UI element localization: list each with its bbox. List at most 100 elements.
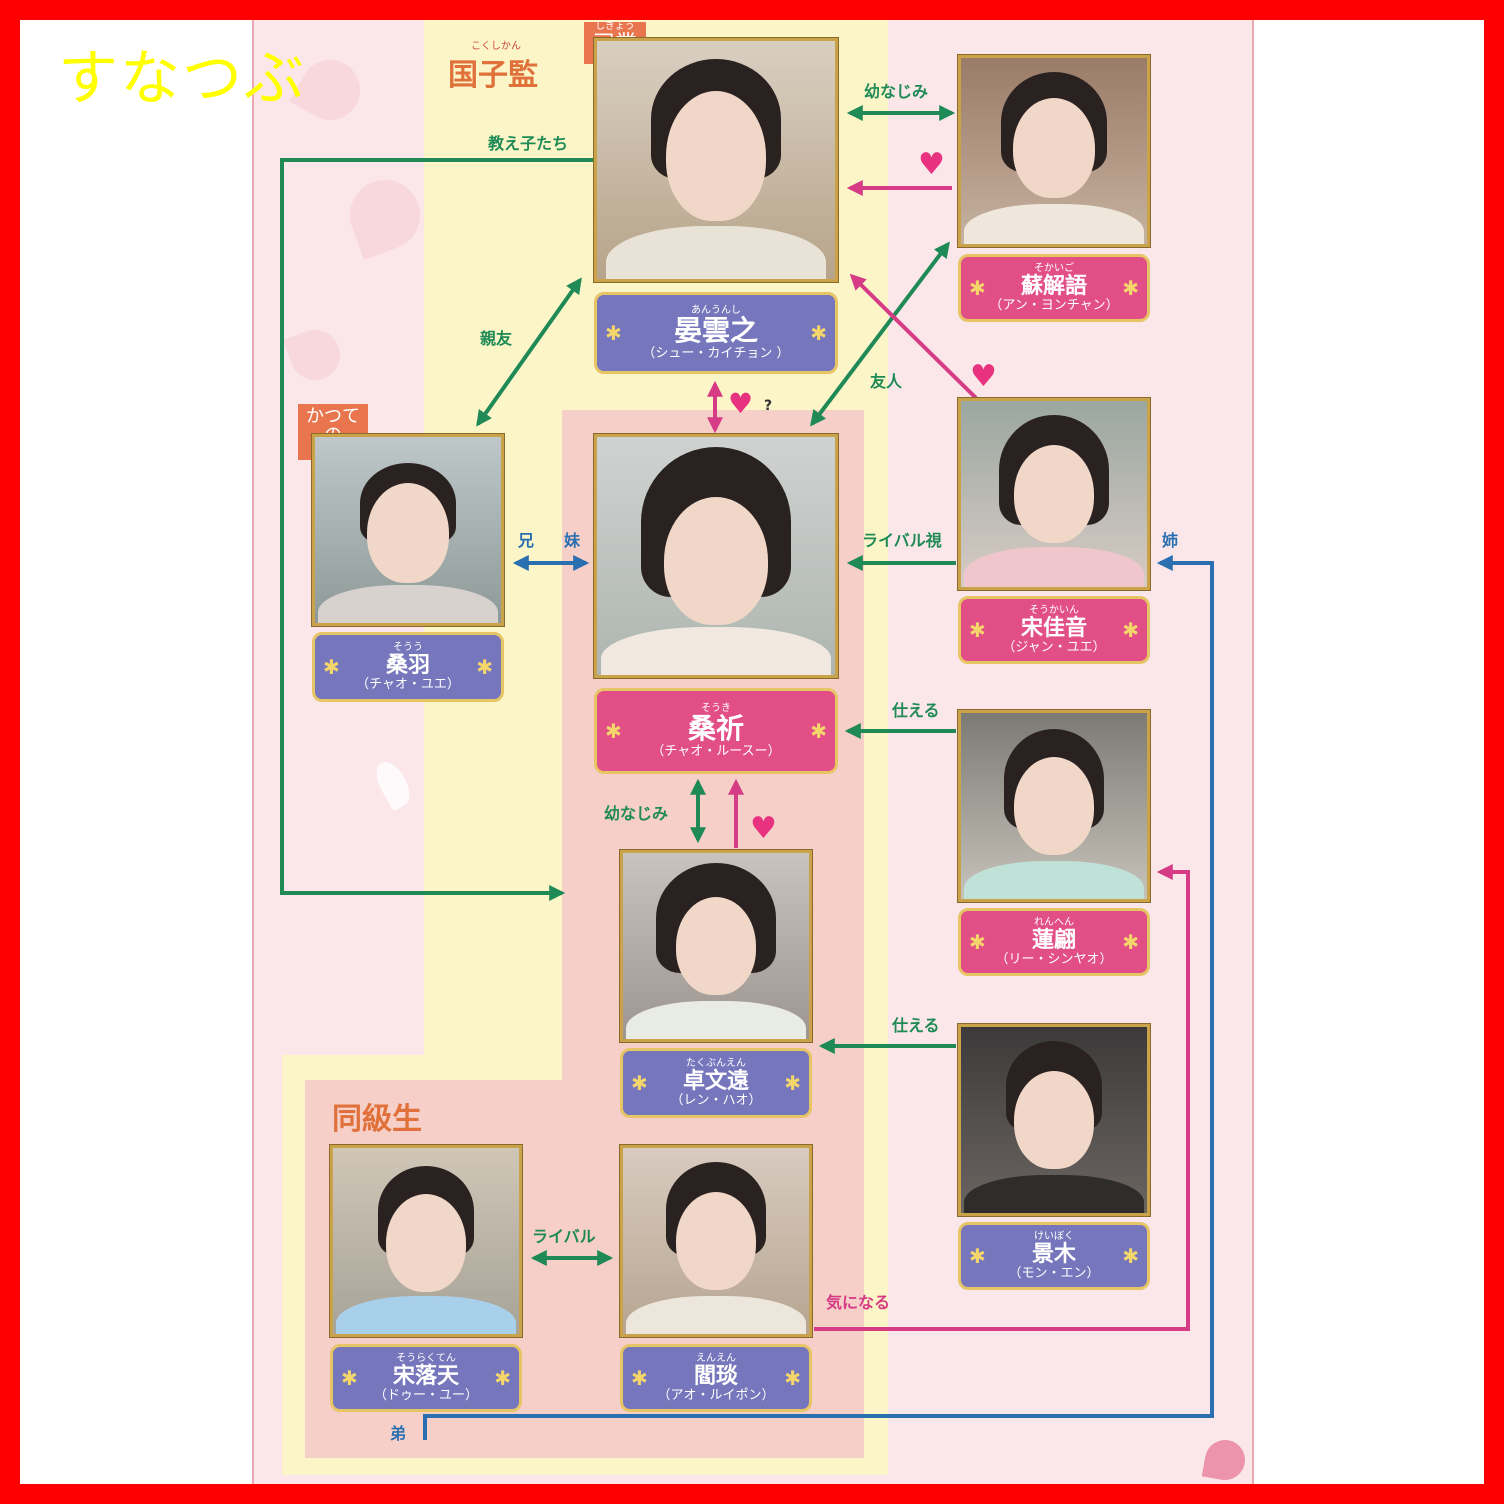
character-name: 宋落天 <box>392 1362 459 1389</box>
relation-friend: 友人 <box>870 372 903 391</box>
portrait-an-yunzhi <box>594 38 838 282</box>
arrow-best-friend <box>476 277 582 427</box>
relation-serves-1: 仕える <box>892 701 940 720</box>
relation-serves-2: 仕える <box>892 1016 940 1035</box>
character-name: 景木 <box>1031 1240 1076 1267</box>
flower-icon: ✱ <box>1122 930 1139 954</box>
flower-icon: ✱ <box>810 321 827 345</box>
kokushi-ruby: こくしかん <box>471 41 521 52</box>
actor-name: （レン・ハオ） <box>670 1093 762 1109</box>
classmates-label: 同級生 <box>332 1102 422 1137</box>
portrait-su-jieyu <box>958 55 1150 247</box>
heart-icon: ♥ <box>918 147 945 182</box>
actor-name: （アオ・ルイポン） <box>657 1388 775 1404</box>
relation-students: 教え子たち <box>488 134 569 153</box>
ruby: たくぶんえん <box>686 1057 746 1069</box>
relation-elder-sister: 姉 <box>1162 531 1179 550</box>
flower-icon: ✱ <box>1122 1244 1139 1268</box>
flower-icon: ✱ <box>784 1366 801 1390</box>
ruby: そうらくてん <box>396 1352 456 1364</box>
flower-icon: ✱ <box>605 719 622 743</box>
character-name: 卓文遠 <box>682 1067 749 1094</box>
flower-icon: ✱ <box>341 1366 358 1390</box>
relation-younger-sister: 妹 <box>564 531 581 550</box>
ruby: そうう <box>393 641 423 653</box>
question-mark: ? <box>764 398 773 414</box>
flower-icon: ✱ <box>969 930 986 954</box>
character-name: 蓮翩 <box>1031 926 1076 953</box>
actor-name: （モン・エン） <box>1008 1266 1100 1282</box>
relation-childhood-top: 幼なじみ <box>864 82 929 101</box>
heart-icon: ♥ <box>728 387 754 420</box>
flower-icon: ✱ <box>969 276 986 300</box>
ruby: けいぼく <box>1034 1230 1074 1242</box>
relation-best-friend: 親友 <box>480 329 513 348</box>
character-name: 宋佳音 <box>1020 614 1087 641</box>
nameplate-sang-qi: ✱ ✱ そうき 桑祈 （チャオ・ルースー） <box>594 688 838 774</box>
arrow-students <box>280 158 594 901</box>
ruby: えんえん <box>696 1352 736 1364</box>
actor-name: （シュー・カイチョン ） <box>642 346 790 362</box>
portrait-lian-pian <box>958 710 1150 902</box>
watermark-text: すなつぶ <box>58 44 306 114</box>
relation-rival-view: ライバル視 <box>862 531 942 550</box>
ruby: そうかいん <box>1029 604 1079 616</box>
nameplate-song-luotian: ✱ ✱ そうらくてん 宋落天 （ドゥー・ユー） <box>330 1344 522 1412</box>
flower-icon: ✱ <box>810 719 827 743</box>
character-name: 桑羽 <box>385 651 430 678</box>
relation-curious: 気になる <box>826 1293 891 1312</box>
nameplate-jing-mu: ✱ ✱ けいぼく 景木 （モン・エン） <box>958 1222 1150 1290</box>
flower-icon: ✱ <box>631 1366 648 1390</box>
portrait-jing-mu <box>958 1024 1150 1216</box>
flower-icon: ✱ <box>969 1244 986 1268</box>
kokushi-label: 国子監 <box>448 58 538 93</box>
shigyo-ruby: しぎょう <box>595 21 635 32</box>
actor-name: （ドゥー・ユー） <box>373 1388 478 1404</box>
flower-icon: ✱ <box>494 1366 511 1390</box>
character-name: 晏雲之 <box>673 313 758 347</box>
character-name: 蘇解語 <box>1020 272 1087 299</box>
flower-icon: ✱ <box>323 655 340 679</box>
nameplate-an-yunzhi: ✱ ✱ あんうんし 晏雲之 （シュー・カイチョン ） <box>594 292 838 374</box>
actor-name: （チャオ・ユエ） <box>356 677 460 693</box>
portrait-zhuo-wenyuan <box>620 850 812 1042</box>
actor-name: （ジャン・ユエ） <box>1002 640 1106 656</box>
portrait-song-luotian <box>330 1145 522 1337</box>
portrait-sang-yu <box>312 434 504 626</box>
flower-icon: ✱ <box>605 321 622 345</box>
heart-icon: ♥ <box>750 811 777 846</box>
portrait-song-jiayin <box>958 398 1150 590</box>
actor-name: （チャオ・ルースー） <box>651 744 781 760</box>
flower-icon: ✱ <box>476 655 493 679</box>
relation-elder-brother: 兄 <box>518 531 535 550</box>
flower-icon: ✱ <box>631 1071 648 1095</box>
ruby: あんうんし <box>691 304 741 316</box>
ruby: そかいご <box>1034 262 1074 274</box>
nameplate-sang-yu: ✱ ✱ そうう 桑羽 （チャオ・ユエ） <box>312 632 504 702</box>
actor-name: （アン・ヨンチャン） <box>989 298 1119 314</box>
actor-name: （リー・シンヤオ） <box>995 952 1113 968</box>
ruby: れんへん <box>1034 916 1074 928</box>
nameplate-su-jieyu: ✱ ✱ そかいご 蘇解語 （アン・ヨンチャン） <box>958 254 1150 322</box>
arrow-love-song-to-an <box>849 273 978 400</box>
relation-younger-brother: 弟 <box>390 1424 407 1443</box>
arrow-curious <box>814 864 1190 1331</box>
ruby: そうき <box>701 702 731 714</box>
nameplate-yan-tan: ✱ ✱ えんえん 閻琰 （アオ・ルイポン） <box>620 1344 812 1412</box>
flower-icon: ✱ <box>1122 276 1139 300</box>
arrow-friend <box>810 241 950 427</box>
character-name: 閻琰 <box>693 1362 738 1389</box>
nameplate-lian-pian: ✱ ✱ れんへん 蓮翩 （リー・シンヤオ） <box>958 908 1150 976</box>
character-name: 桑祈 <box>687 711 744 745</box>
heart-icon: ♥ <box>970 359 997 394</box>
flower-icon: ✱ <box>969 618 986 642</box>
relation-childhood-mid: 幼なじみ <box>604 804 669 823</box>
portrait-sang-qi <box>594 434 838 678</box>
portrait-yan-tan <box>620 1145 812 1337</box>
nameplate-song-jiayin: ✱✱ そうかいん 宋佳音 （ジャン・ユエ） <box>958 596 1150 664</box>
relation-rival: ライバル <box>532 1227 596 1246</box>
flower-icon: ✱ <box>784 1071 801 1095</box>
nameplate-zhuo-wenyuan: ✱ ✱ たくぶんえん 卓文遠 （レン・ハオ） <box>620 1048 812 1118</box>
